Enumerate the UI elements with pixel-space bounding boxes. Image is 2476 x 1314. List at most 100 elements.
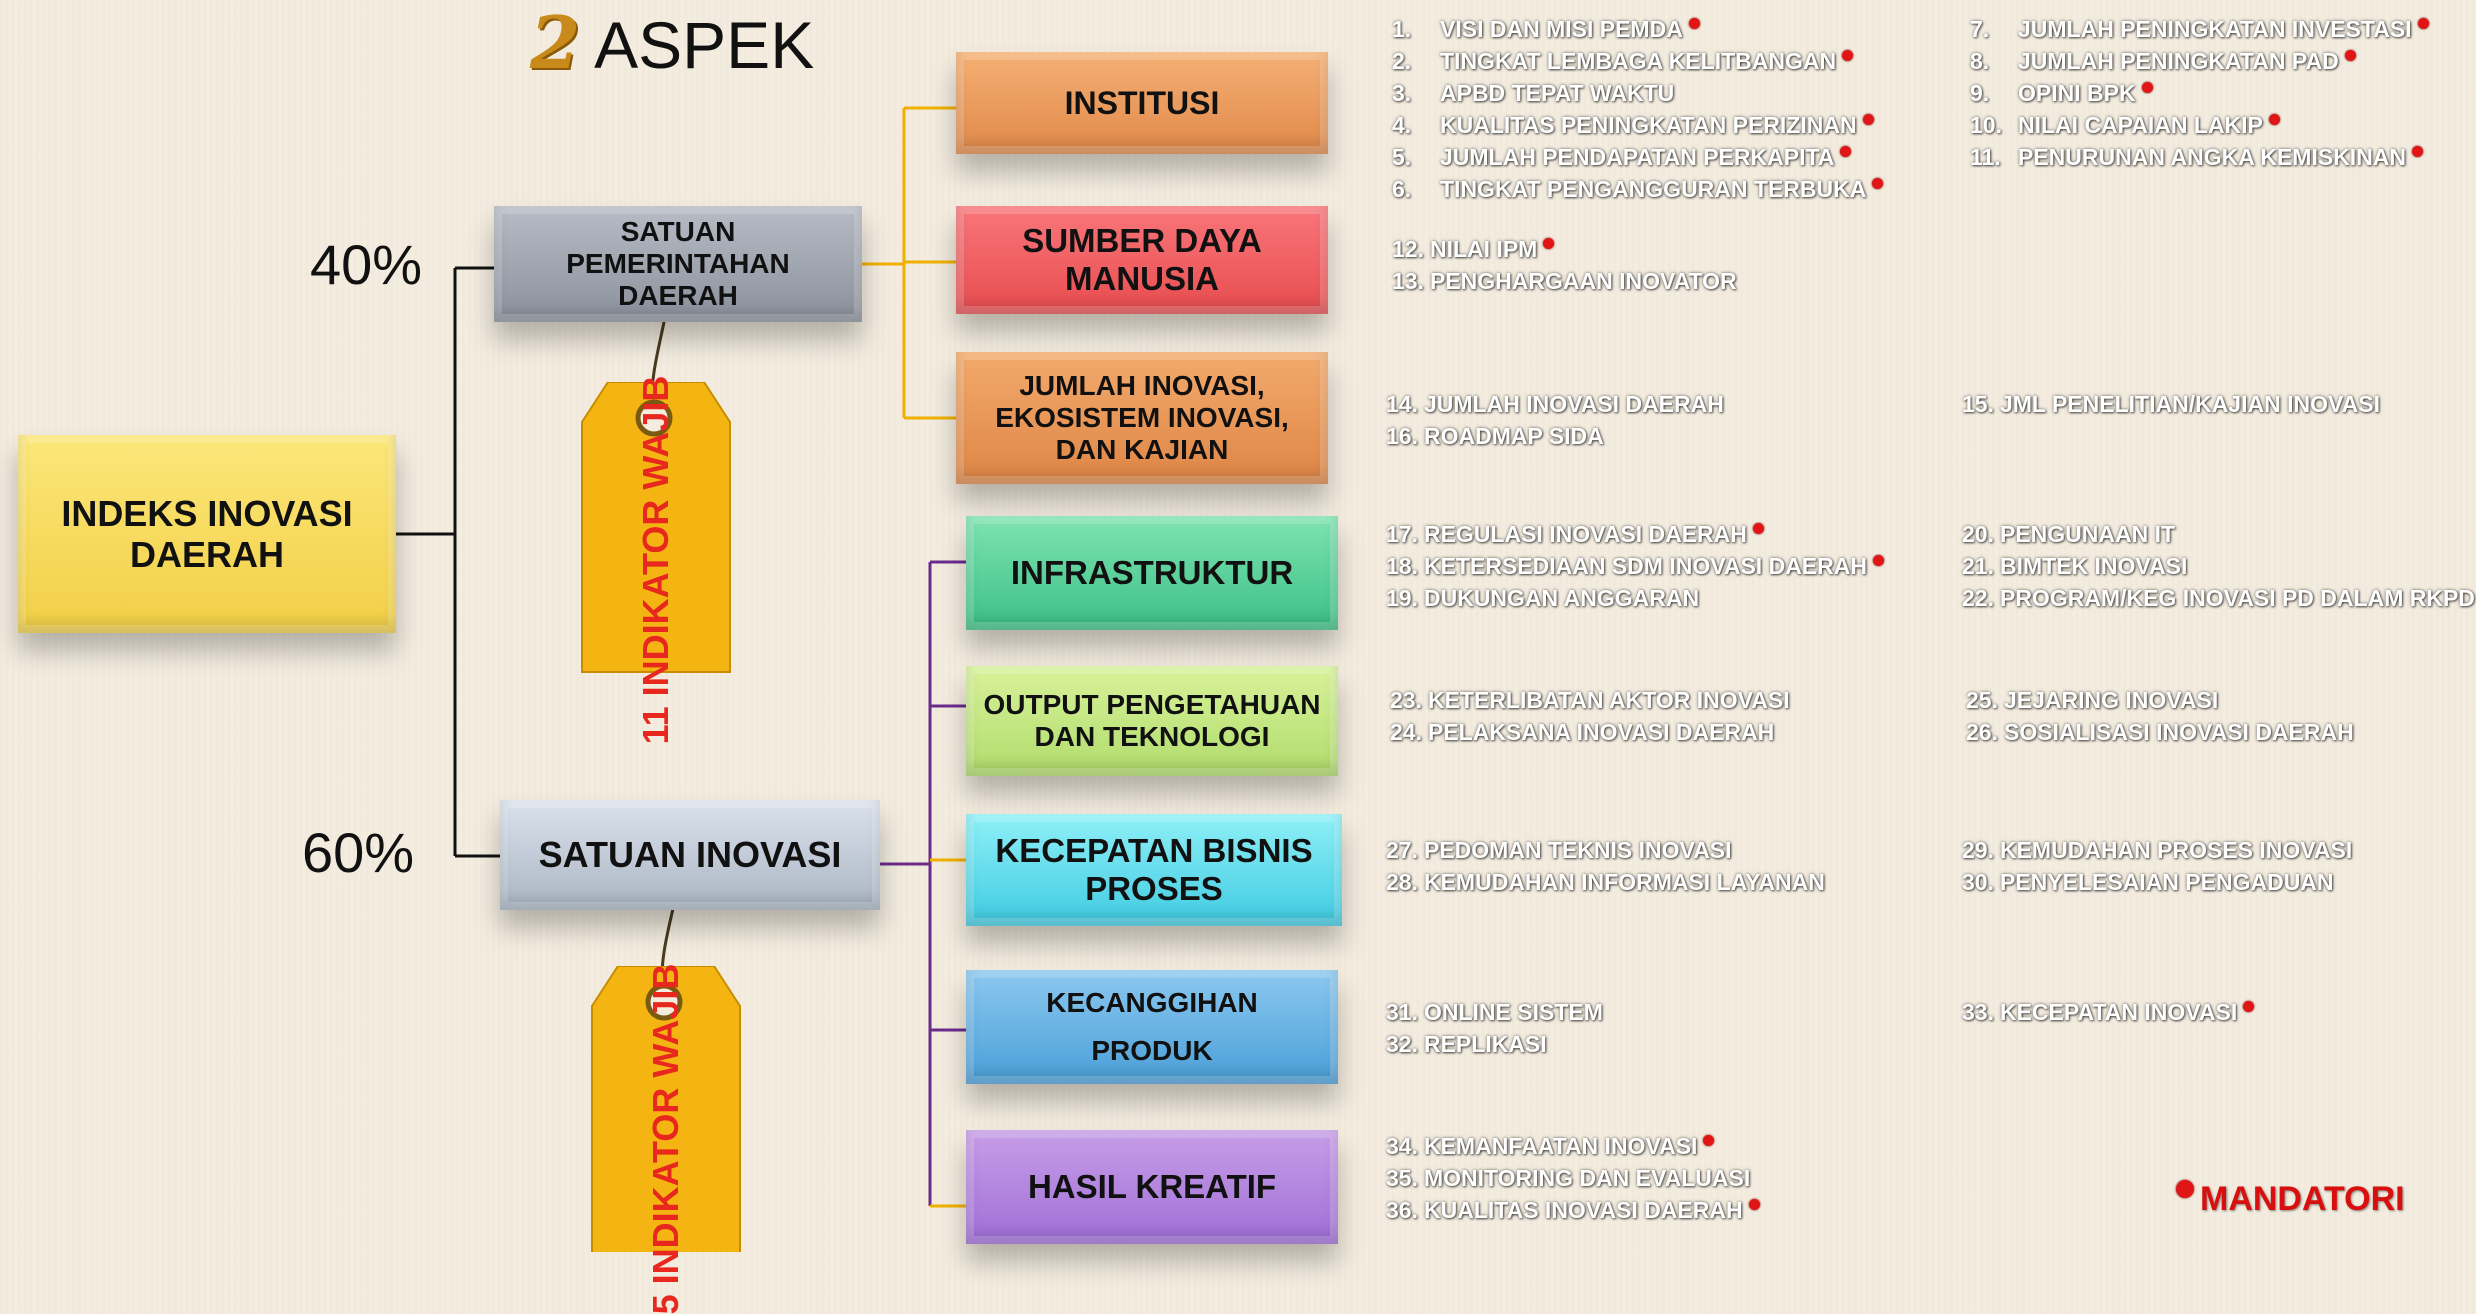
indicator-text: OPINI BPK <box>2018 80 2136 106</box>
unit-spd: SATUAN PEMERINTAHAN DAERAH <box>494 206 862 322</box>
legend-mandatori: MANDATORI <box>2176 1180 2405 1219</box>
indicator-item: 36.KUALITAS INOVASI DAERAH <box>1386 1194 1760 1226</box>
indicator-number: 13. <box>1392 268 1424 294</box>
aspect-label: JUMLAH INOVASI, EKOSISTEM INOVASI, DAN K… <box>995 369 1289 466</box>
indicator-item: 26.SOSIALISASI INOVASI DAERAH <box>1966 716 2354 748</box>
indicator-text: REGULASI INOVASI DAERAH <box>1423 521 1747 547</box>
mandatory-dot-icon <box>1872 177 1884 189</box>
indicator-item: 1. VISI DAN MISI PEMDA <box>1392 13 1883 45</box>
indicator-item: 25.JEJARING INOVASI <box>1966 684 2354 716</box>
indicator-item: 5.JUMLAH PENDAPATAN PERKAPITA <box>1392 141 1883 173</box>
aspect-infrastruktur: INFRASTRUKTUR <box>966 516 1338 630</box>
indicator-item: 28.KEMUDAHAN INFORMASI LAYANAN <box>1386 866 1825 898</box>
mandatory-dot-icon <box>2243 1000 2255 1012</box>
indicator-text: KECEPATAN INOVASI <box>1999 999 2238 1025</box>
indicator-item: 6.TINGKAT PENGANGGURAN TERBUKA <box>1392 173 1884 205</box>
indicator-text: TINGKAT LEMBAGA KELITBANGAN <box>1440 48 1837 74</box>
indicator-text: JUMLAH INOVASI DAERAH <box>1423 391 1724 417</box>
indicator-item: 31.ONLINE SISTEM <box>1386 996 1603 1028</box>
mandatory-dot-icon <box>2412 145 2424 157</box>
indicator-number: 17. <box>1386 521 1418 547</box>
indicator-text: NILAI CAPAIAN LAKIP <box>2018 112 2263 138</box>
weight-bottom: 60% <box>302 821 415 884</box>
indicator-text: PENGHARGAAN INOVATOR <box>1429 268 1737 294</box>
title-text: ASPEK <box>594 8 815 82</box>
indicator-item: 17.REGULASI INOVASI DAERAH <box>1386 518 1884 550</box>
mandatory-dot-icon <box>1842 49 1854 61</box>
connector-lines <box>396 106 966 1208</box>
tag-spd: 11 INDIKATOR WAJIB <box>578 376 734 744</box>
indicator-item: 30.PENYELESAIAN PENGADUAN <box>1962 866 2352 898</box>
tag-si: 5 INDIKATOR WAJIB <box>588 964 744 1314</box>
indicator-item: 23.KETERLIBATAN AKTOR INOVASI <box>1390 684 1790 716</box>
tag-spd-text: 11 INDIKATOR WAJIB <box>635 375 677 745</box>
indicator-number: 31. <box>1386 999 1418 1025</box>
title-number: 2 <box>530 0 581 85</box>
mandatory-dot-icon <box>1840 145 1852 157</box>
indicator-number: 15. <box>1962 391 1994 417</box>
indicator-number: 11. <box>1970 144 2001 170</box>
indicator-text: DUKUNGAN ANGGARAN <box>1423 585 1700 611</box>
indicator-item: 2. TINGKAT LEMBAGA KELITBANGAN <box>1392 45 1883 77</box>
indicator-item: 21.BIMTEK INOVASI <box>1962 550 2475 582</box>
indicator-number: 28. <box>1386 869 1418 895</box>
indicator-number: 34. <box>1386 1133 1418 1159</box>
mandatory-dot-icon <box>1543 237 1555 249</box>
mandatory-dot-icon <box>2417 17 2429 29</box>
aspect-label: HASIL KREATIF <box>1027 1168 1277 1206</box>
indicator-item: 11. PENURUNAN ANGKA KEMISKINAN <box>1970 141 2429 173</box>
mandatory-dot-icon <box>2141 81 2153 93</box>
indicator-number: 29. <box>1962 837 1994 863</box>
indicator-number: 7. <box>1970 16 1990 42</box>
tag-shape-icon <box>581 381 731 673</box>
indicator-item: 32.REPLIKASI <box>1386 1028 1603 1060</box>
indicator-number: 2. <box>1392 48 1412 74</box>
indicator-number: 21. <box>1962 553 1994 579</box>
tag-si-text: 5 INDIKATOR WAJIB <box>645 963 687 1314</box>
indicator-number: 1. <box>1392 16 1412 42</box>
mandatory-dot-icon <box>2176 1180 2194 1198</box>
indicator-number: 27. <box>1386 837 1418 863</box>
indicator-item: 4.KUALITAS PENINGKATAN PERIZINAN <box>1392 109 1883 141</box>
indicator-number: 12. <box>1392 236 1424 262</box>
aspect-jumlah-inovasi: JUMLAH INOVASI, EKOSISTEM INOVASI, DAN K… <box>956 352 1328 484</box>
aspect-label: INSTITUSI <box>1064 84 1220 121</box>
indicator-text: APBD TEPAT WAKTU <box>1440 80 1675 106</box>
indicator-text: KETERLIBATAN AKTOR INOVASI <box>1427 687 1790 713</box>
indicator-number: 36. <box>1386 1197 1418 1223</box>
aspect-label: INFRASTRUKTUR <box>1010 554 1294 592</box>
indicator-item: 12.NILAI IPM <box>1392 233 1737 265</box>
indicator-number: 4. <box>1392 112 1412 138</box>
indicator-text: KUALITAS INOVASI DAERAH <box>1423 1197 1743 1223</box>
indicator-item: 14.JUMLAH INOVASI DAERAH <box>1386 388 1724 420</box>
indicator-item: 27.PEDOMAN TEKNIS INOVASI <box>1386 834 1825 866</box>
aspect-label: SUMBER DAYA MANUSIA <box>1022 222 1262 297</box>
indicator-text: ONLINE SISTEM <box>1423 999 1603 1025</box>
indicator-number: 33. <box>1962 999 1994 1025</box>
indicator-number: 26. <box>1966 719 1998 745</box>
indicator-text: ROADMAP SIDA <box>1423 423 1604 449</box>
indicator-number: 3. <box>1392 80 1412 106</box>
indicator-text: VISI DAN MISI PEMDA <box>1440 16 1683 42</box>
aspect-institusi: INSTITUSI <box>956 52 1328 154</box>
indicator-item: 29.KEMUDAHAN PROSES INOVASI <box>1962 834 2352 866</box>
indicator-text: JML PENELITIAN/KAJIAN INOVASI <box>1999 391 2380 417</box>
indicator-item: 34.KEMANFAATAN INOVASI <box>1386 1130 1760 1162</box>
indicator-item: 9. OPINI BPK <box>1970 77 2429 109</box>
indicator-text: REPLIKASI <box>1423 1031 1547 1057</box>
indicator-item: 3. APBD TEPAT WAKTU <box>1392 77 1883 109</box>
indicator-text: KEMUDAHAN PROSES INOVASI <box>1999 837 2353 863</box>
indicator-text: PENURUNAN ANGKA KEMISKINAN <box>2018 144 2407 170</box>
aspect-label: KECANGGIHAN PRODUK <box>1046 987 1258 1066</box>
indicator-text: PEDOMAN TEKNIS INOVASI <box>1423 837 1732 863</box>
indicator-item: 15.JML PENELITIAN/KAJIAN INOVASI <box>1962 388 2380 420</box>
indicator-number: 20. <box>1962 521 1994 547</box>
indicator-text: KETERSEDIAAN SDM INOVASI DAERAH <box>1423 553 1867 579</box>
indicator-item: 8.JUMLAH PENINGKATAN PAD <box>1970 45 2429 77</box>
mandatory-dot-icon <box>1862 113 1874 125</box>
indicator-number: 9. <box>1970 80 1990 106</box>
